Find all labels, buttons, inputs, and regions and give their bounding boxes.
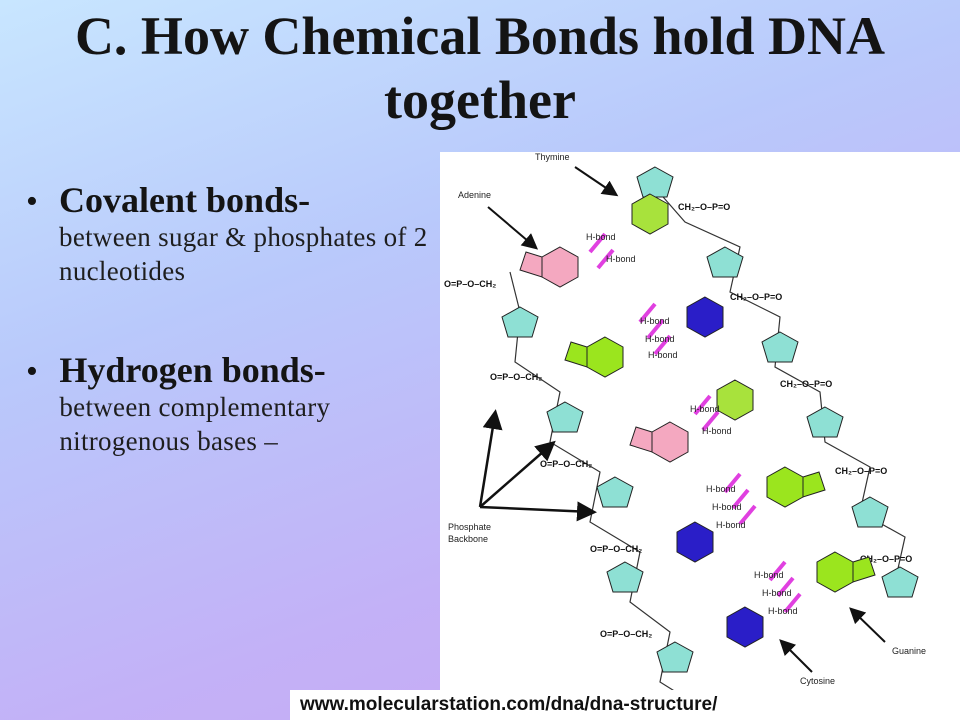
hbond-label: H-bond — [586, 232, 616, 242]
svg-text:CH₂–O–P=O: CH₂–O–P=O — [780, 379, 832, 389]
label-thymine: Thymine — [535, 152, 570, 162]
page-title: C. How Chemical Bonds hold DNA together — [74, 6, 886, 130]
label-adenine: Adenine — [458, 190, 491, 200]
svg-text:CH₂–O–P=O: CH₂–O–P=O — [835, 466, 887, 476]
hbond-label: H-bond — [702, 426, 732, 436]
bullet-covalent: • Covalent bonds- between sugar & phosph… — [26, 180, 436, 288]
bullet-list: • Covalent bonds- between sugar & phosph… — [26, 180, 436, 520]
bullet-head: Covalent bonds- — [59, 180, 311, 220]
hbond-label: H-bond — [606, 254, 636, 264]
sugar-ring — [501, 306, 694, 673]
source-url: www.molecularstation.com/dna/dna-structu… — [290, 690, 960, 720]
hbond-label: H-bond — [716, 520, 746, 530]
svg-text:CH₂–O–P=O: CH₂–O–P=O — [730, 292, 782, 302]
base-cytosine — [676, 296, 764, 648]
hbond-labels: H-bond H-bond H-bond H-bond H-bond H-bon… — [586, 232, 798, 616]
hbond-label: H-bond — [645, 334, 675, 344]
hbond-label: H-bond — [690, 404, 720, 414]
svg-text:O=P–O–CH₂: O=P–O–CH₂ — [444, 279, 496, 289]
bullet-head: Hydrogen bonds- — [59, 350, 326, 390]
bullet-hydrogen: • Hydrogen bonds- between complementary … — [26, 350, 436, 458]
hbond-label: H-bond — [640, 316, 670, 326]
bullet-dot: • — [26, 183, 38, 220]
phosphate-groups: CH₂–O–P=O CH₂–O–P=O CH₂–O–P=O CH₂–O–P=O … — [444, 202, 912, 639]
hbond-label: H-bond — [706, 484, 736, 494]
svg-text:CH₂–O–P=O: CH₂–O–P=O — [678, 202, 730, 212]
label-backbone: Backbone — [448, 534, 488, 544]
hbond-label: H-bond — [768, 606, 798, 616]
label-cytosine: Cytosine — [800, 676, 835, 686]
hbond-label: H-bond — [712, 502, 742, 512]
bullet-dot: • — [26, 353, 38, 390]
svg-text:O=P–O–CH₂: O=P–O–CH₂ — [600, 629, 652, 639]
hbond-label: H-bond — [762, 588, 792, 598]
label-phosphate: Phosphate — [448, 522, 491, 532]
hbond-label: H-bond — [754, 570, 784, 580]
hydrogen-bonds — [588, 232, 802, 614]
dna-structure-illustration: CH₂–O–P=O CH₂–O–P=O CH₂–O–P=O CH₂–O–P=O … — [444, 152, 926, 708]
label-guanine: Guanine — [892, 646, 926, 656]
base-thymine — [631, 193, 754, 421]
dna-diagram: CH₂–O–P=O CH₂–O–P=O CH₂–O–P=O CH₂–O–P=O … — [440, 152, 960, 720]
svg-text:O=P–O–CH₂: O=P–O–CH₂ — [590, 544, 642, 554]
svg-text:CH₂–O–P=O: CH₂–O–P=O — [860, 554, 912, 564]
svg-text:O=P–O–CH₂: O=P–O–CH₂ — [540, 459, 592, 469]
base-guanine — [564, 336, 876, 593]
hbond-label: H-bond — [648, 350, 678, 360]
bullet-desc: between complementary nitrogenous bases … — [59, 392, 331, 456]
base-adenine — [519, 246, 689, 463]
bullet-desc: between sugar & phosphates of 2 nucleoti… — [59, 222, 428, 286]
svg-text:O=P–O–CH₂: O=P–O–CH₂ — [490, 372, 542, 382]
sugar-ring — [636, 166, 919, 598]
